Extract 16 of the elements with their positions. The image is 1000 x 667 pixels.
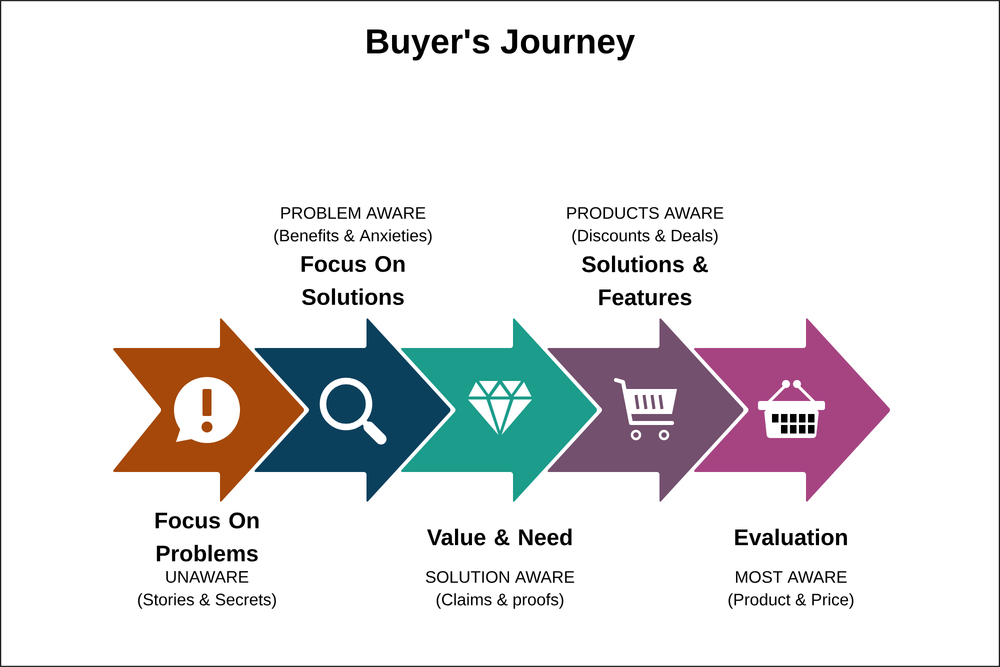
stage-label: SOLUTION AWARE [426, 571, 574, 583]
stage-label: UNAWARE [166, 571, 248, 583]
step-heading: Evaluation [735, 528, 847, 546]
note-label: (Benefits & Anxieties) [274, 229, 432, 245]
note-label: (Product & Price) [728, 593, 854, 609]
step-heading: Solutions & Features [582, 256, 708, 306]
note-label: (Claims & proofs) [436, 593, 564, 609]
step-heading: Focus On Problems [156, 512, 258, 562]
step-heading: Focus On Solutions [302, 256, 404, 306]
step-heading: Value & Need [427, 528, 572, 546]
note-label: (Stories & Secrets) [138, 593, 276, 609]
stage-label: MOST AWARE [736, 571, 847, 583]
stage-label: PROBLEM AWARE [281, 207, 426, 219]
title: Buyer's Journey [367, 29, 635, 61]
note-label: (Discounts & Deals) [572, 229, 718, 245]
stage-label: PRODUCTS AWARE [567, 207, 724, 219]
